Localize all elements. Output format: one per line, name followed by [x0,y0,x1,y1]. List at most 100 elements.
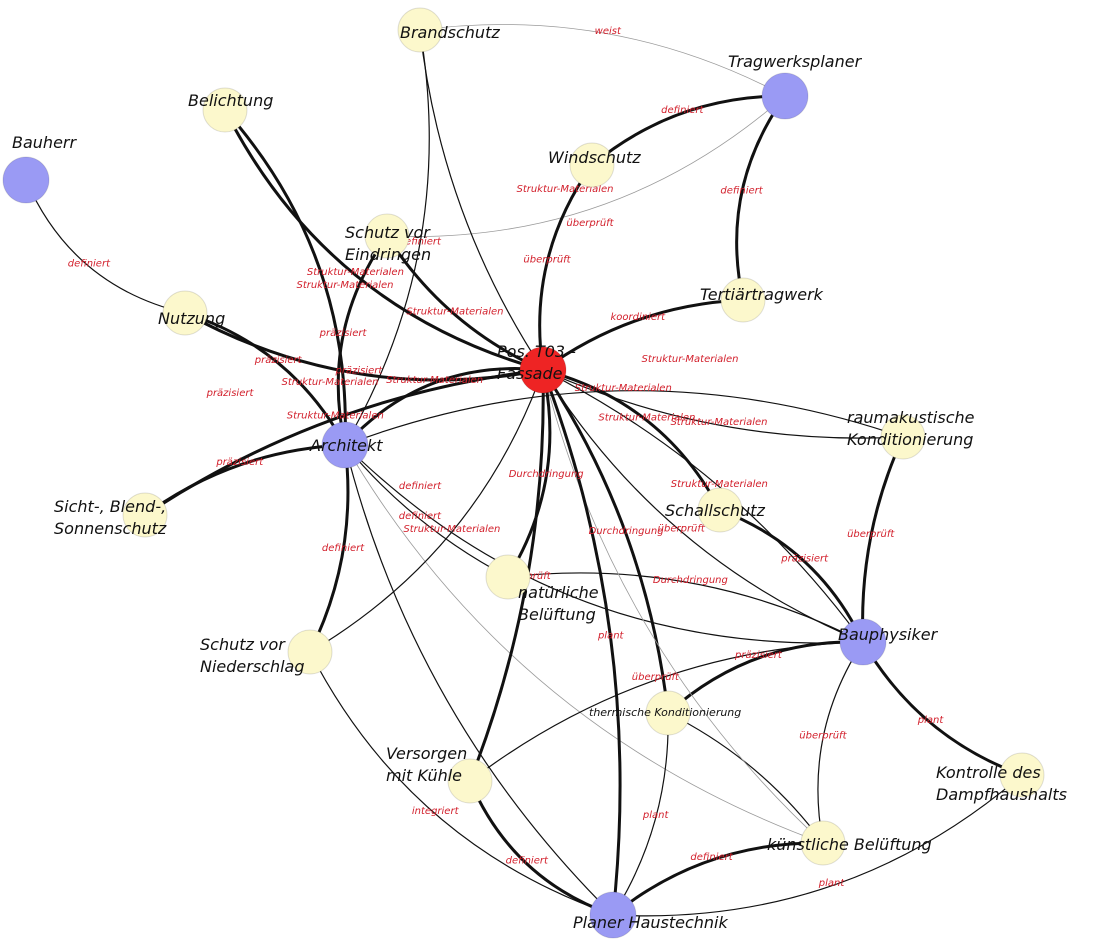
node-thermisch[interactable] [645,690,691,736]
edge-fassade-haustechnik [541,368,622,917]
node-label-schallschutz: Schallschutz [665,501,765,520]
edge-natuerliche-fassade [506,368,552,579]
edge-label-bauphysiker-fassade: Struktur-Materialen [671,479,768,490]
node-brandschutz[interactable] [397,7,443,53]
edge-thermisch-fassade [541,368,670,715]
node-label-line: Planer Haustechnik [573,913,729,932]
edge-architekt-fassade [343,367,545,447]
node-label-fassade: Pos. T03 - Fassade [497,342,576,383]
edge-bauherr-nutzung [25,179,186,314]
edge-raumakustik-bauphysiker [861,435,905,644]
node-versorgen[interactable] [447,758,493,804]
edge-label-schallschutz-bauphysiker: präzisiert [780,554,829,565]
edge-schallschutz-bauphysiker [718,508,865,644]
edge-dampf-haustechnik [612,774,1023,917]
node-haustechnik[interactable] [589,891,637,939]
edge-raumakustik-architekt [344,390,904,446]
node-label-haustechnik: Planer Haustechnik [573,913,729,932]
edges-layer [25,24,1024,917]
node-sicht[interactable] [122,492,168,538]
node-bauherr[interactable] [2,156,50,204]
node-bauphysiker[interactable] [839,618,887,666]
edge-tertiaer-fassade [541,298,745,372]
edge-raumakustik-fassade [542,369,904,439]
edge-architekt-kuenstlich [344,444,824,844]
node-kuenstlich[interactable] [800,820,846,866]
edge-label-raumakustik-fassade: Struktur-Materialen [670,417,767,428]
edge-label-windschutz-fassade: überprüft [523,255,571,266]
node-niederschlag[interactable] [287,629,333,675]
edge-label-extra: überprüft [566,218,614,229]
node-tertiaer[interactable] [720,277,766,323]
edge-kuenstlich-haustechnik [611,841,825,917]
edge-label-bauphysiker-dampf: plant [917,715,945,726]
node-label-line: Kontrolle des [936,763,1041,782]
edge-label-tertiaer-fassade: koordiniert [610,312,666,323]
node-belichtung[interactable] [202,87,248,133]
edge-windschutz-fassade [538,163,594,372]
node-label-tragwerksplaner: Tragwerksplaner [728,52,863,71]
edge-label-nutzung-fassade: präzisiert [334,366,383,377]
node-label-line: Schutz vor [200,635,286,654]
node-schallschutz[interactable] [697,487,743,533]
node-label-line: thermische Konditionierung [589,706,741,719]
edge-bauphysiker-dampf [861,640,1024,777]
node-fassade[interactable] [519,346,567,394]
edge-bauphysiker-kuenstlich [817,641,864,844]
node-label-line: Nutzung [158,309,225,328]
node-label-line: Eindringen [345,245,431,264]
node-label-line: Belichtung [188,91,273,110]
edge-label-schutz_eindringen-architekt: präzisiert [319,328,368,339]
edge-tragwerksplaner-brandschutz [419,24,786,97]
edge-architekt-sicht [143,443,347,517]
edge-schallschutz-fassade [541,368,722,512]
edge-label-niederschlag-fassade: Struktur-Materialen [403,524,500,535]
node-label-sicht: Sicht-, Blend-,Sonnenschutz [54,497,167,538]
node-label-line: Fassade [497,364,563,383]
node-label-line: Niederschlag [200,657,305,676]
edge-architekt-niederschlag [308,443,350,654]
edge-bauphysiker-fassade [542,369,864,643]
node-label-windschutz: Windschutz [548,148,641,167]
node-architekt[interactable] [321,421,369,469]
node-label-line: Bauphysiker [838,625,939,644]
edge-thermisch-haustechnik [612,712,669,916]
edge-label-thermisch-fassade: Durchdringung [589,526,664,537]
node-nutzung[interactable] [162,290,208,336]
node-natuerliche[interactable] [485,554,531,600]
node-tragwerksplaner[interactable] [761,72,809,120]
edge-label-nutzung-architekt: präzisiert [254,355,303,366]
extra-labels-layer: Struktur-Materialen präzisiert überprüftSt… [206,184,739,492]
edge-architekt-haustechnik [344,444,614,916]
node-raumakustik[interactable] [880,414,926,460]
node-dampf[interactable] [999,752,1045,798]
node-schutz_eindringen[interactable] [364,213,410,259]
node-label-tertiaer: Tertiärtragwerk [700,285,824,304]
edge-label-tragwerksplaner-brandschutz: weist [595,26,622,37]
node-label-line: Sicht-, Blend-, [54,497,166,516]
edge-tragwerksplaner-windschutz [590,94,787,167]
edge-label-bauherr-nutzung: definiert [68,258,111,269]
node-label-architekt: Architekt [309,436,383,455]
node-label-line: natürliche [518,583,599,602]
edge-tragwerksplaner-tertiaer [735,94,787,302]
node-label-line: Pos. T03 - [497,342,576,361]
node-label-brandschutz: Brandschutz [400,23,500,42]
edge-label-brandschutz-architekt: definiert [399,236,442,247]
node-labels-layer: BauherrBrandschutzTragwerksplanerBelicht… [12,23,1067,932]
edge-tragwerksplaner-schutz_eindringen [386,95,786,237]
edge-versorgen-haustechnik [468,779,615,917]
edge-label-schutz_eindringen-fassade: Struktur-Materialen [406,307,503,318]
node-label-line: Windschutz [548,148,641,167]
edge-label-natuerliche-fassade: Durchdringung [509,469,584,480]
node-windschutz[interactable] [569,142,615,188]
node-label-kuenstlich: künstliche Belüftung [767,835,932,854]
edge-label-extra: Struktur-Materialen [641,354,738,365]
edge-label-raumakustik-architekt: Struktur-Materialen [575,383,672,394]
edge-label-versorgen-bauphysiker: überprüft [632,672,680,683]
